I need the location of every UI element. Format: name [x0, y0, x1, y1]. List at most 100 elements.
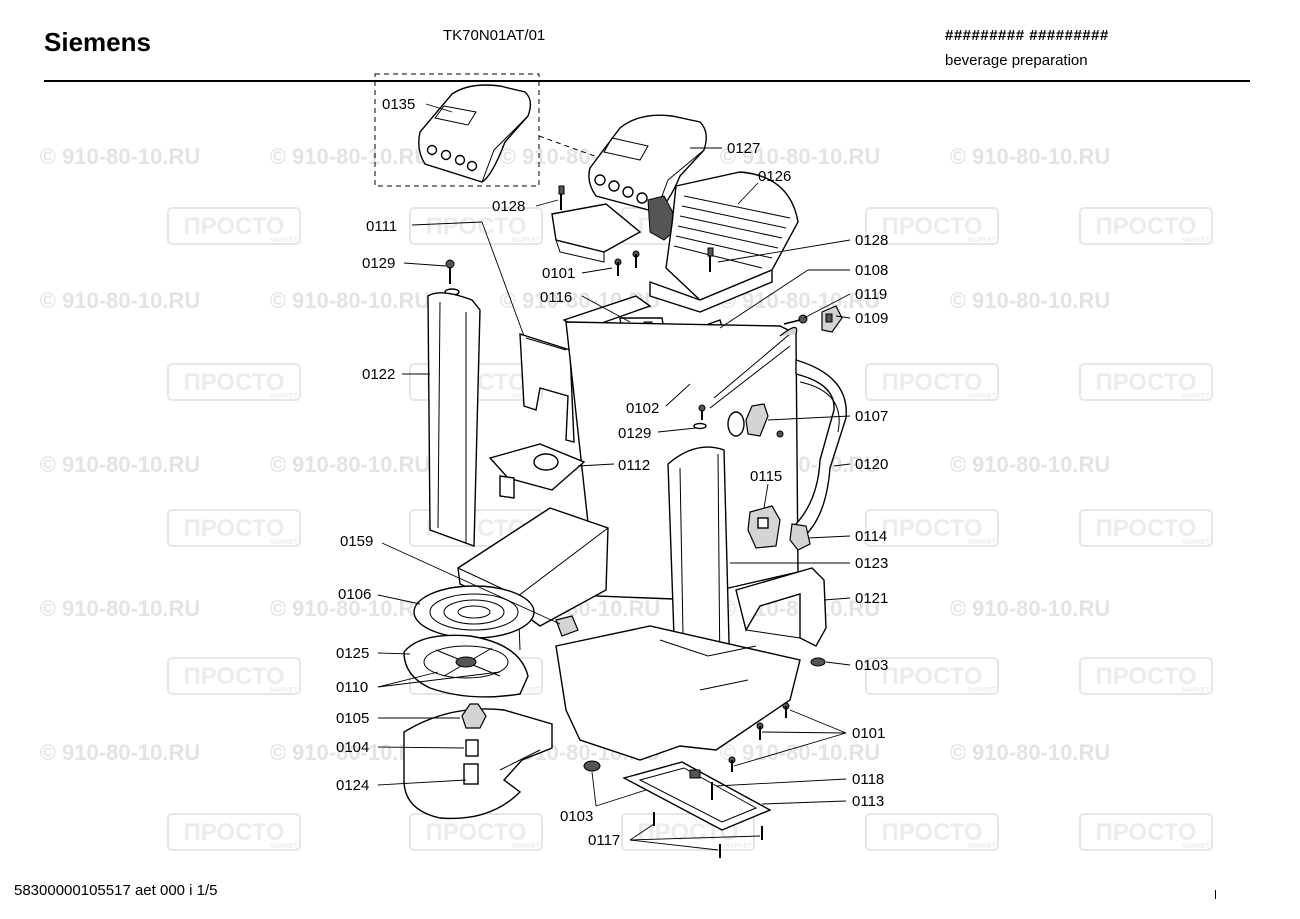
watermark-brand: ПРОСТО — [183, 515, 284, 542]
document-id: 58300000105517 aet 000 i 1/5 — [14, 882, 218, 899]
watermark-brand-sub: МАРКЕТ — [512, 237, 541, 244]
clip-0119 — [783, 314, 808, 325]
label-0135: 0135 — [382, 96, 415, 113]
watermark-brand-sub: МАРКЕТ — [968, 539, 997, 546]
watermark-frame — [167, 813, 301, 851]
watermark-frame — [167, 363, 301, 401]
watermark-phone: © 910-80-10.RU — [950, 144, 1111, 169]
watermark-brand: ПРОСТО — [1095, 515, 1196, 542]
label-0101: 0101 — [542, 265, 575, 282]
watermark-frame — [1079, 813, 1213, 851]
control-panel-alt — [418, 84, 532, 183]
top-lid-grille — [649, 171, 799, 313]
rear-base — [735, 567, 827, 667]
watermark-phone: © 910-80-10.RU — [270, 452, 431, 477]
screw-0129a — [444, 259, 460, 296]
part-codes: ######### ######### — [945, 27, 1109, 44]
bottom-cover — [622, 761, 772, 831]
label-0107: 0107 — [855, 408, 888, 425]
label-0117: 0117 — [588, 832, 620, 849]
label-0125: 0125 — [336, 645, 369, 662]
watermark-brand: ПРОСТО — [183, 369, 284, 396]
knob-0107 — [745, 403, 784, 438]
watermark-phone: © 910-80-10.RU — [40, 740, 201, 765]
watermark-brand-sub: МАРКЕТ — [512, 687, 541, 694]
watermark-frame — [621, 813, 755, 851]
watermark-frame — [865, 657, 999, 695]
watermark-brand-sub: МАРКЕТ — [270, 237, 299, 244]
knob-0114 — [789, 523, 811, 551]
watermark-phone: © 910-80-10.RU — [950, 596, 1111, 621]
watermark-brand: ПРОСТО — [881, 515, 982, 542]
watermark-frame — [1079, 509, 1213, 547]
label-0127: 0127 — [727, 140, 760, 157]
watermark-phone: © 910-80-10.RU — [40, 596, 201, 621]
watermark-frame — [865, 207, 999, 245]
watermark-frame — [167, 207, 301, 245]
left-side-panel — [427, 292, 481, 547]
label-0102: 0102 — [626, 400, 659, 417]
label-0110: 0110 — [336, 679, 368, 696]
watermark-brand: ПРОСТО — [881, 819, 982, 846]
watermark-brand: ПРОСТО — [881, 213, 982, 240]
page-mark — [1215, 890, 1216, 899]
part-labels: 0135 0127 0126 0128 0128 0111 0129 0101 … — [336, 96, 888, 849]
watermark-frame — [1079, 657, 1213, 695]
watermark-brand: ПРОСТО — [1095, 819, 1196, 846]
label-0128: 0128 — [492, 198, 525, 215]
watermark-phone: © 910-80-10.RU — [270, 288, 431, 313]
screw-0128b — [707, 247, 714, 272]
watermark-brand: ПРОСТО — [881, 663, 982, 690]
watermark-frame — [865, 363, 999, 401]
watermark-brand: ПРОСТО — [1095, 213, 1196, 240]
watermark-brand-sub: МАРКЕТ — [270, 539, 299, 546]
label-0111: 0111 — [366, 218, 397, 235]
label-0128: 0128 — [855, 232, 888, 249]
watermark-brand-sub: МАРКЕТ — [968, 687, 997, 694]
filter-basket — [413, 585, 535, 639]
label-0159: 0159 — [340, 533, 373, 550]
label-0105: 0105 — [336, 710, 369, 727]
watermark-frame — [167, 509, 301, 547]
watermark-brand-sub: МАРКЕТ — [1182, 237, 1211, 244]
base-plate — [555, 625, 801, 761]
screw-0129b — [693, 404, 707, 430]
watermark-frame — [865, 509, 999, 547]
screw-0128a — [558, 185, 565, 210]
switch-0109 — [821, 305, 843, 333]
watermark-brand-sub: МАРКЕТ — [1182, 843, 1211, 850]
watermark-phone: © 910-80-10.RU — [270, 144, 431, 169]
label-0121: 0121 — [855, 590, 888, 607]
label-0114: 0114 — [855, 528, 887, 545]
watermark-brand-sub: МАРКЕТ — [270, 843, 299, 850]
parts-drawing — [374, 73, 847, 858]
header-divider — [44, 80, 1250, 82]
watermark-brand-sub: МАРКЕТ — [968, 237, 997, 244]
label-0112: 0112 — [618, 457, 650, 474]
watermark-brand: ПРОСТО — [183, 213, 284, 240]
watermark-phone: © 910-80-10.RU — [40, 144, 201, 169]
watermark-phone: © 910-80-10.RU — [720, 144, 881, 169]
label-0116: 0116 — [540, 289, 572, 306]
watermark-phone: © 910-80-10.RU — [40, 452, 201, 477]
spout-bracket — [488, 443, 586, 499]
label-0101: 0101 — [852, 725, 885, 742]
water-tank — [403, 703, 553, 820]
watermark-brand-sub: МАРКЕТ — [724, 843, 753, 850]
watermark-phone: © 910-80-10.RU — [950, 288, 1111, 313]
leader-lines — [377, 103, 851, 851]
label-0104: 0104 — [336, 739, 369, 756]
watermark-phone: © 910-80-10.RU — [40, 288, 201, 313]
label-0129: 0129 — [362, 255, 395, 272]
watermark-brand-sub: МАРКЕТ — [270, 687, 299, 694]
section-title: beverage preparation — [945, 52, 1088, 69]
watermark-frame — [865, 813, 999, 851]
label-0109: 0109 — [855, 310, 888, 327]
watermark-brand: ПРОСТО — [425, 213, 526, 240]
brand-name: Siemens — [44, 27, 151, 57]
model-number: TK70N01AT/01 — [443, 27, 546, 44]
screw-0117 — [653, 812, 763, 858]
screw-0101a — [614, 250, 640, 276]
label-0123: 0123 — [855, 555, 888, 572]
